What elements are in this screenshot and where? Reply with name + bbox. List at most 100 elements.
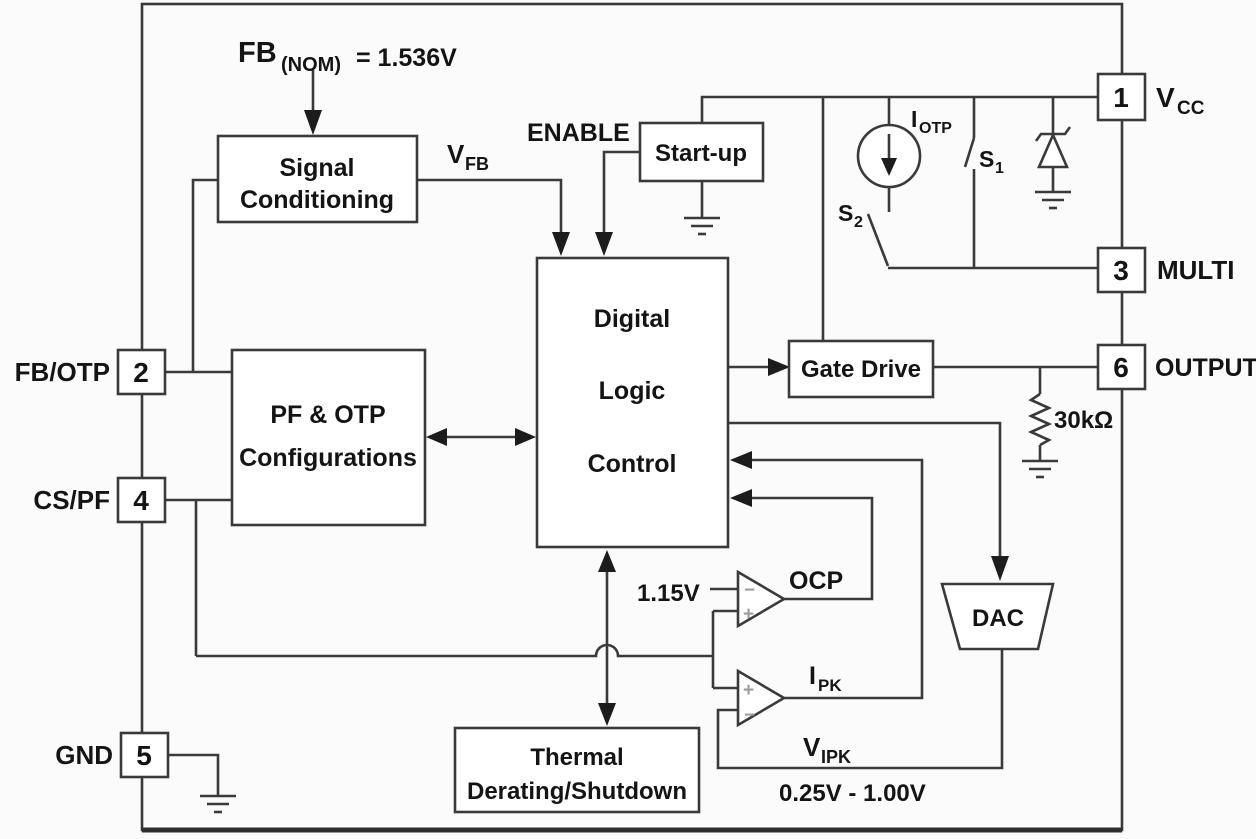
ground-icons bbox=[200, 190, 1071, 814]
pf-otp-label-line1: PF & OTP bbox=[270, 401, 385, 429]
pin-4-box bbox=[116, 476, 167, 524]
arrowhead-ipk-to-dlc bbox=[730, 451, 752, 469]
signal-conditioning-label-line1: Signal bbox=[279, 154, 354, 182]
pin-2-box bbox=[116, 348, 167, 396]
pin-2-number: 2 bbox=[133, 357, 149, 388]
gate-drive-label: Gate Drive bbox=[801, 356, 921, 383]
current-source-iotp-icon bbox=[856, 123, 922, 189]
wire-sc-left bbox=[191, 178, 218, 373]
pin-3: 3 MULTI bbox=[1096, 246, 1235, 294]
arrowhead-to-pfotp bbox=[426, 428, 447, 446]
comparator-ocp-triangle bbox=[736, 569, 787, 629]
wires bbox=[165, 70, 1098, 796]
s1-subscript: 1 bbox=[995, 160, 1004, 177]
wire-cs-horizontal bbox=[196, 643, 713, 658]
wire-enable bbox=[602, 150, 640, 234]
s2-label: S bbox=[838, 200, 853, 226]
switch-s1-blade bbox=[963, 137, 976, 168]
s1-label: S bbox=[979, 146, 994, 172]
pin-3-box bbox=[1096, 246, 1147, 294]
arrowhead-ocp-to-dlc bbox=[730, 489, 752, 507]
pin-4: 4 CS/PF bbox=[33, 476, 167, 524]
dac-label: DAC bbox=[972, 605, 1024, 632]
pin-4-number: 4 bbox=[133, 485, 149, 516]
arrowhead-thermal-up bbox=[598, 550, 616, 572]
wire-ipk-out bbox=[752, 458, 924, 700]
vipk-label: V bbox=[803, 732, 821, 762]
pin-3-label: MULTI bbox=[1157, 255, 1235, 285]
startup-ground-icon bbox=[684, 216, 720, 236]
ocp-minus-sign: − bbox=[744, 580, 755, 601]
comparator-ipk-icon: + − bbox=[736, 668, 787, 728]
resistor-value-label: 30kΩ bbox=[1054, 407, 1113, 434]
dac-range-label: 0.25V - 1.00V bbox=[779, 780, 926, 807]
digital-logic-label-line1: Digital bbox=[594, 305, 670, 333]
pin-5-number: 5 bbox=[136, 740, 152, 771]
digital-logic-control-block: Digital Logic Control bbox=[535, 256, 730, 549]
pin-1-label: V bbox=[1156, 82, 1175, 113]
gate-drive-box bbox=[787, 339, 935, 399]
current-source-arrowhead bbox=[881, 158, 897, 176]
fb-nom-subscript: (NOM) bbox=[281, 54, 341, 76]
ic-boundary bbox=[140, 2, 1124, 833]
arrowhead-gatedrive-input bbox=[768, 358, 790, 376]
startup-label: Start-up bbox=[655, 140, 747, 167]
pin-5: 5 GND bbox=[55, 731, 170, 779]
arrowhead-to-dlc bbox=[515, 428, 536, 446]
pin-5-label: GND bbox=[55, 740, 113, 770]
pin-6-label: OUTPUT bbox=[1155, 354, 1256, 382]
pin-1-box bbox=[1096, 72, 1147, 122]
pin-2: 2 FB/OTP bbox=[15, 348, 167, 396]
pf-otp-label-line2: Configurations bbox=[239, 444, 417, 472]
wire-dlc-to-dac bbox=[728, 421, 1002, 558]
dac-block: DAC bbox=[940, 582, 1055, 651]
ocp-label: OCP bbox=[789, 567, 843, 595]
thermal-box bbox=[453, 726, 701, 814]
ipk-subscript: PK bbox=[818, 676, 842, 695]
ipk-label: I bbox=[809, 662, 816, 690]
pin-4-label: CS/PF bbox=[33, 485, 110, 515]
arrowhead-enable bbox=[595, 232, 613, 256]
resistor-icon bbox=[1027, 392, 1053, 447]
pin-6-box bbox=[1096, 343, 1147, 391]
resistor-ground-icon bbox=[1022, 459, 1058, 479]
wire-vcc-rail bbox=[700, 95, 1098, 123]
pin-6-number: 6 bbox=[1113, 352, 1129, 383]
wire-vfb bbox=[417, 178, 563, 234]
fb-nom-label: FB bbox=[238, 37, 277, 69]
signal-labels: FB (NOM) = 1.536V V FB ENABLE I OTP S 1 … bbox=[238, 37, 1113, 807]
wire-gnd-pin bbox=[168, 753, 220, 796]
dac-shape bbox=[940, 582, 1055, 651]
pin-6: 6 OUTPUT bbox=[1096, 343, 1256, 391]
pin-1-number: 1 bbox=[1113, 82, 1129, 113]
zener-triangle bbox=[1037, 131, 1069, 169]
s2-subscript: 2 bbox=[854, 214, 863, 231]
pin-5-box bbox=[119, 731, 170, 779]
digital-logic-box bbox=[535, 256, 730, 549]
zener-cathode-bar bbox=[1034, 126, 1072, 142]
vfb-subscript: FB bbox=[465, 154, 489, 174]
arrowhead-thermal-down bbox=[598, 703, 616, 726]
vfb-label: V bbox=[447, 139, 465, 169]
thermal-label-line2: Derating/Shutdown bbox=[467, 778, 687, 805]
wire-ocp-out bbox=[752, 496, 874, 601]
pin-1-label-subscript: CC bbox=[1177, 98, 1205, 119]
ipk-minus-sign: − bbox=[744, 705, 755, 726]
signal-conditioning-box bbox=[216, 134, 419, 224]
iotp-subscript: OTP bbox=[919, 120, 952, 137]
fb-nom-value: = 1.536V bbox=[356, 44, 457, 72]
zener-ground-icon bbox=[1035, 190, 1071, 210]
ipk-plus-sign: + bbox=[743, 680, 754, 701]
comparator-ipk-triangle bbox=[736, 668, 787, 728]
enable-label: ENABLE bbox=[527, 119, 630, 147]
signal-conditioning-block: Signal Conditioning bbox=[216, 134, 419, 224]
arrowhead-fbnom bbox=[304, 110, 322, 135]
zener-diode-icon bbox=[1034, 126, 1072, 169]
thermal-block: Thermal Derating/Shutdown bbox=[453, 726, 701, 814]
thermal-label-line1: Thermal bbox=[530, 744, 623, 771]
startup-block: Start-up bbox=[638, 121, 765, 183]
gate-drive-block: Gate Drive bbox=[787, 339, 935, 399]
arrowhead-vfb bbox=[552, 232, 570, 256]
pin-2-label: FB/OTP bbox=[15, 357, 110, 387]
